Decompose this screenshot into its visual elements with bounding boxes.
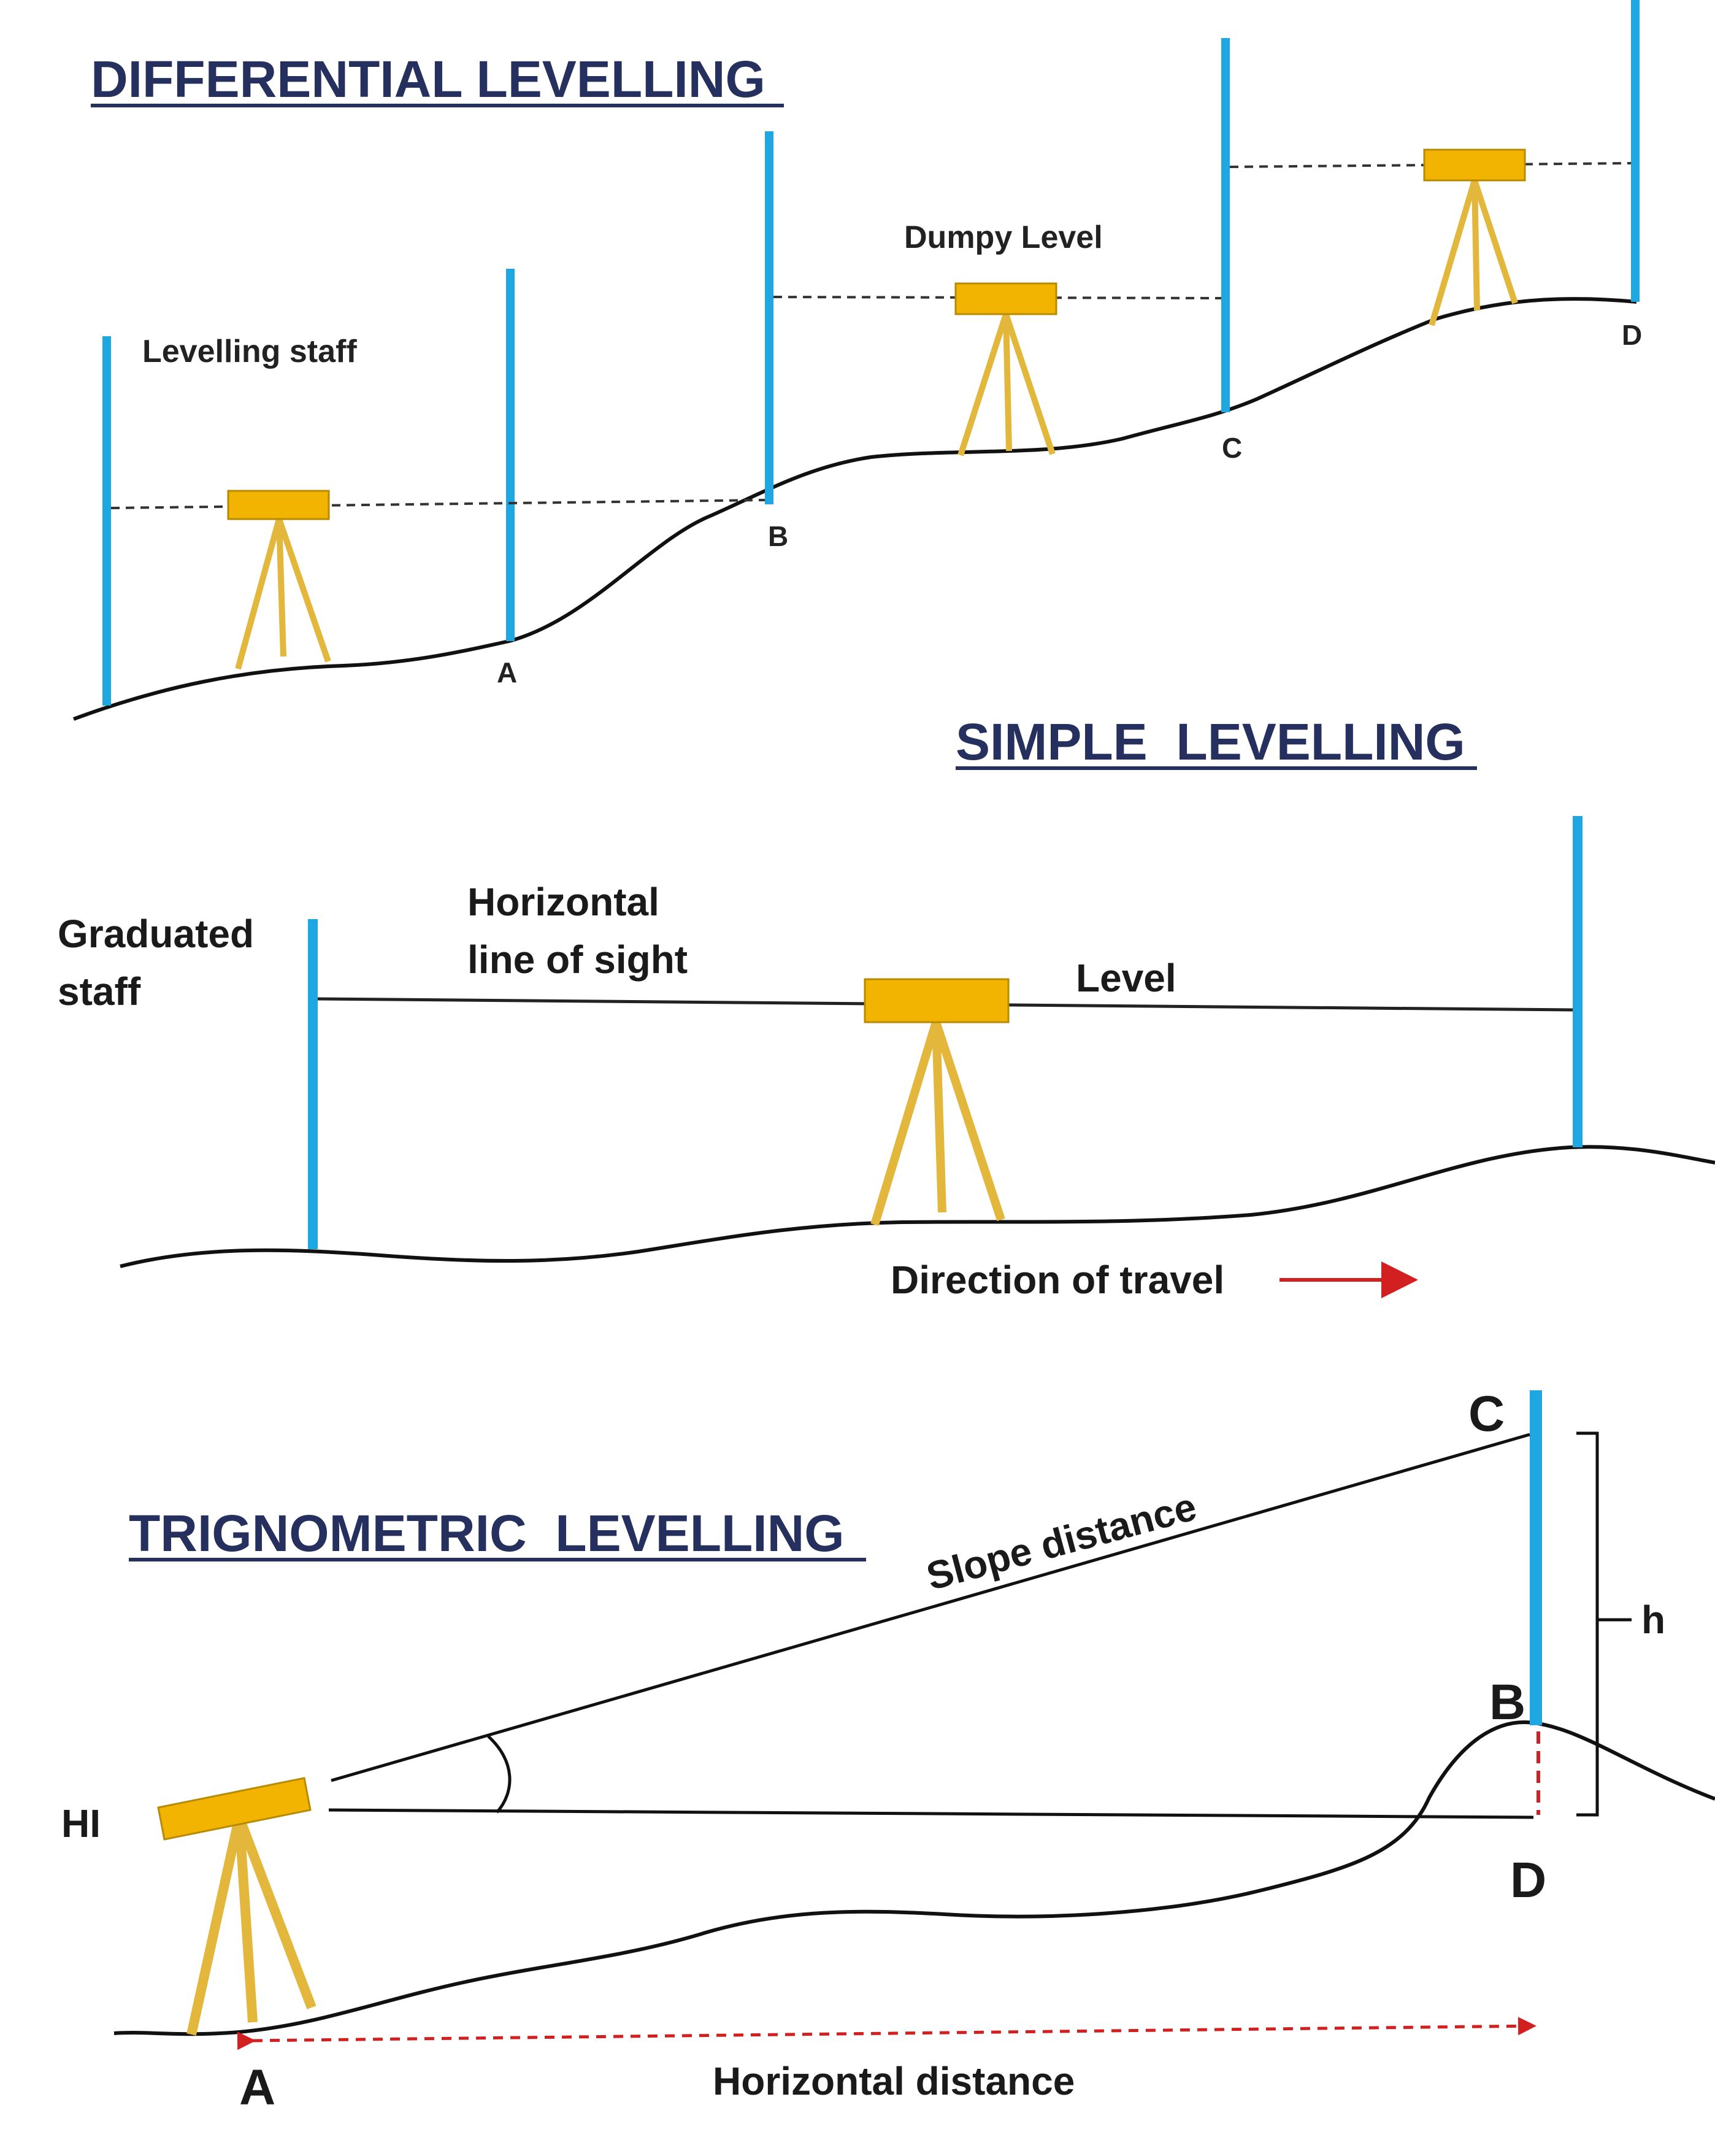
differential-level-2 [954, 282, 1057, 456]
simple-ground [120, 1145, 1715, 1268]
h-bracket [1576, 1431, 1632, 1817]
horizontal-sight-label-line1: Horizontal [467, 880, 659, 924]
angle-arc [487, 1735, 512, 1814]
trig-ground [113, 1720, 1715, 2036]
horizontal-line [328, 1808, 1534, 1819]
point-b-trig-label: B [1489, 1674, 1525, 1730]
graduated-staff-label-line2: staff [58, 969, 141, 1014]
differential-ground [72, 297, 1637, 721]
dumpy-level-label: Dumpy Level [904, 220, 1103, 255]
graduated-staff-label-line1: Graduated [58, 912, 254, 956]
horizontal-sight-label-line2: line of sight [467, 937, 688, 982]
simple-title: SIMPLE LEVELLING [956, 713, 1465, 771]
point-d-label: D [1622, 319, 1642, 351]
point-a-label: A [497, 656, 517, 688]
trig-title: TRIGNOMETRIC LEVELLING [129, 1504, 845, 1562]
differential-title: DIFFERENTIAL LEVELLING [91, 50, 765, 108]
trig-level-instrument [157, 1777, 317, 2036]
slope-line [331, 1433, 1530, 1782]
levelling-staff-label: Levelling staff [142, 334, 357, 369]
differential-sight-3 [1229, 162, 1632, 168]
simple-levelling-panel: SIMPLE LEVELLING Graduated staff Horizon… [58, 713, 1715, 1302]
differential-level-1 [227, 490, 331, 670]
point-c-label: C [1222, 432, 1242, 464]
horizontal-distance-label: Horizontal distance [713, 2059, 1075, 2103]
simple-level-instrument [864, 978, 1010, 1226]
h-label: h [1641, 1598, 1665, 1642]
level-label: Level [1076, 956, 1176, 1000]
differential-levelling-panel: DIFFERENTIAL LEVELLING [72, 0, 1642, 721]
horizontal-distance-arrow [237, 2017, 1537, 2050]
direction-of-travel-label: Direction of travel [891, 1258, 1224, 1302]
differential-level-3 [1423, 148, 1526, 326]
point-c-trig-label: C [1468, 1386, 1505, 1442]
trig-levelling-panel: TRIGNOMETRIC LEVELLING Slope distance HI… [61, 1386, 1715, 2116]
point-d-trig-label: D [1510, 1852, 1546, 1908]
differential-sight-1 [110, 499, 765, 509]
hi-label: HI [61, 1801, 101, 1846]
point-b-label: B [768, 520, 788, 552]
point-a-trig-label: A [239, 2060, 275, 2116]
